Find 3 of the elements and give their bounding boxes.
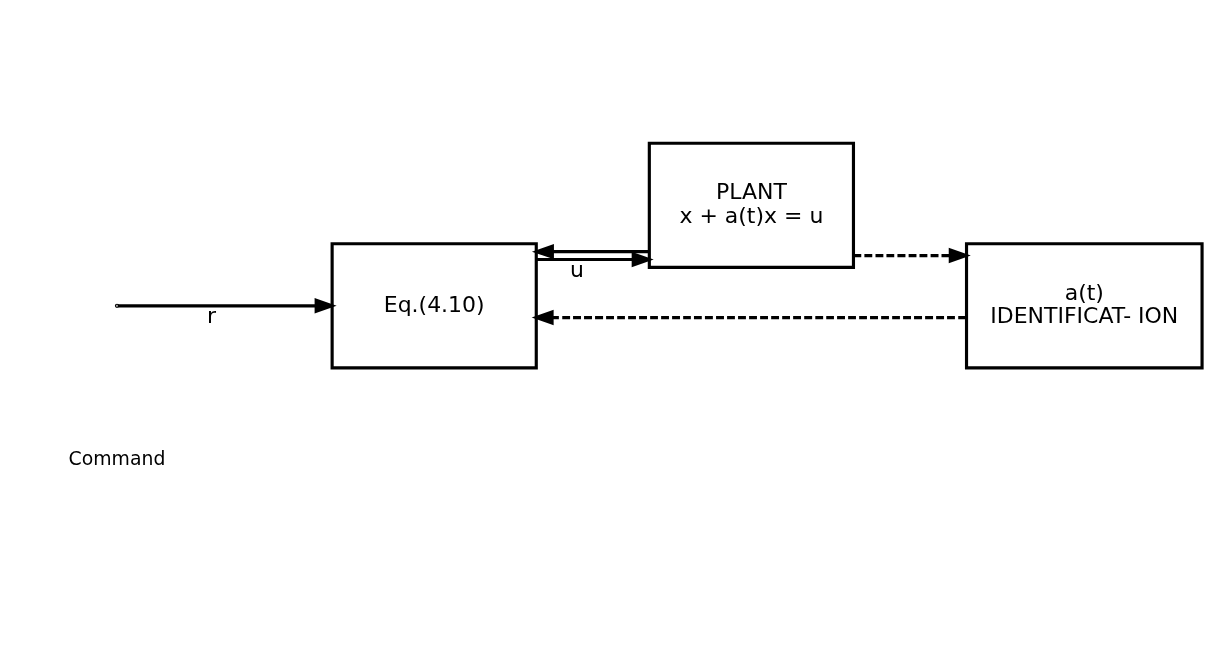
edge-label: r xyxy=(207,303,217,329)
label: Command xyxy=(68,447,166,469)
edge-label: u xyxy=(569,257,584,283)
